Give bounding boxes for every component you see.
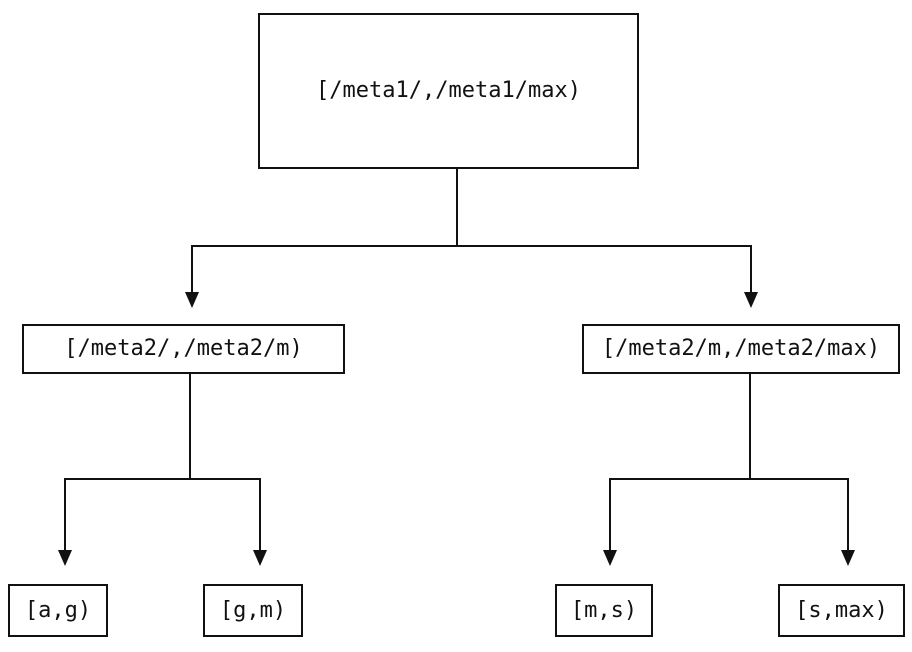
tree-node-range-ag: [a,g) — [8, 584, 108, 637]
tree-node-range-smax: [s,max) — [778, 584, 905, 637]
arrowhead-down-icon — [841, 550, 855, 566]
node-label: [/meta2/m,/meta2/max) — [601, 336, 881, 361]
tree-node-meta2-left: [/meta2/,/meta2/m) — [22, 324, 345, 374]
arrowhead-down-icon — [744, 292, 758, 308]
node-label: [a,g) — [24, 597, 92, 623]
tree-node-meta2-right: [/meta2/m,/meta2/max) — [582, 324, 900, 374]
node-label: [/meta1/,/meta1/max) — [316, 78, 581, 103]
tree-node-range-gm: [g,m) — [203, 584, 303, 637]
arrowhead-down-icon — [603, 550, 617, 566]
arrowhead-down-icon — [253, 550, 267, 566]
tree-node-root: [/meta1/,/meta1/max) — [258, 13, 639, 169]
arrowhead-down-icon — [58, 550, 72, 566]
node-label: [m,s) — [570, 597, 638, 623]
tree-node-range-ms: [m,s) — [555, 584, 653, 637]
arrowhead-down-icon — [185, 292, 199, 308]
node-label: [s,max) — [795, 597, 888, 623]
node-label: [/meta2/,/meta2/m) — [64, 336, 303, 361]
node-label: [g,m) — [219, 597, 287, 623]
